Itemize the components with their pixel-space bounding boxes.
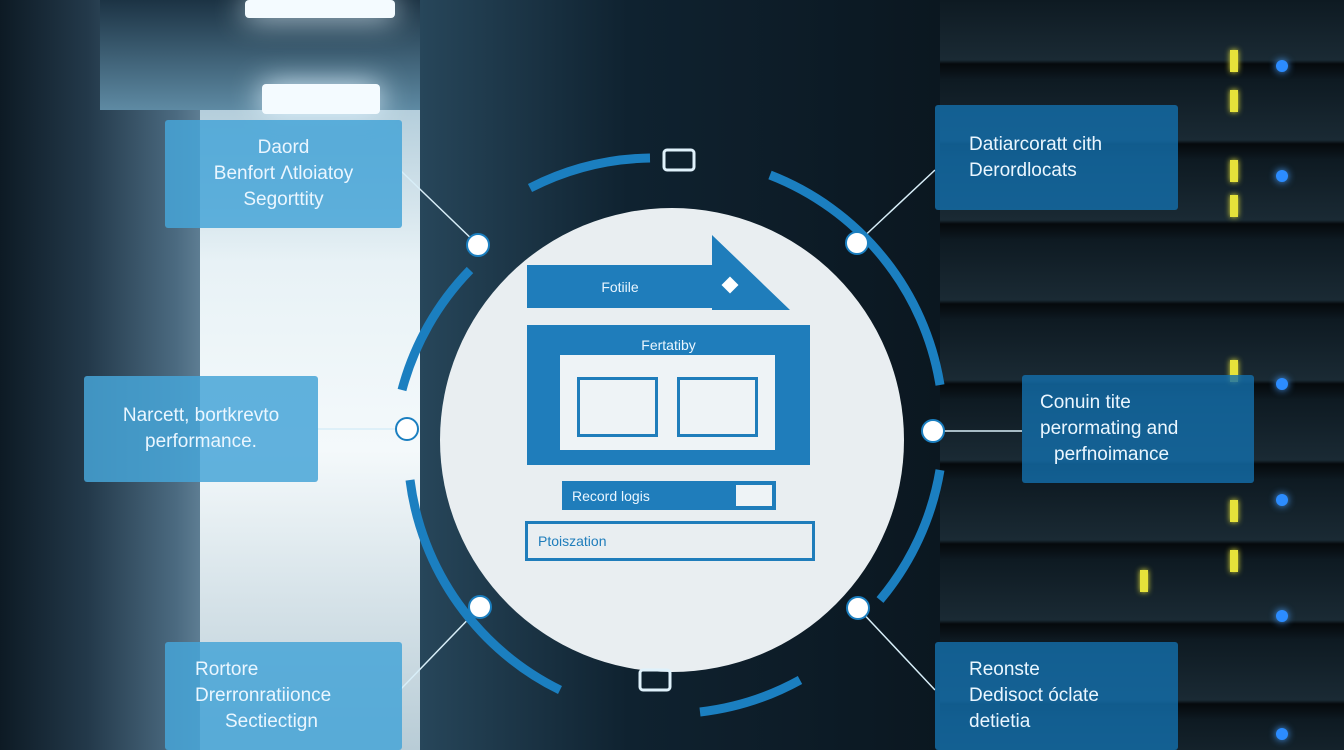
label-line: perfnoimance [1054,444,1170,465]
connector-icon-bottom [638,668,672,692]
label-middle-right: Conuin tite perormating and perfnoimance [1022,375,1254,483]
folder-label: Fotiile [601,278,639,295]
folder-tab: Fotiile [527,265,713,308]
label-line: detietia [969,711,1031,732]
record-logs-label: Record logis [572,487,650,504]
label-line: Derordlocats [969,159,1077,181]
ceiling-light [245,0,395,18]
record-toggle[interactable] [736,485,772,506]
label-line: Segorttity [243,189,324,210]
label-line: Datiarcoratt cith [969,133,1103,155]
label-line: Benfort Λtloiatoy [213,163,354,184]
panel-label: Fertatiby [641,337,696,353]
label-line: Narcett, bortkrevto [122,405,280,426]
label-line: performance. [145,431,257,452]
label-line: Rortore [195,659,259,680]
label-line: perormating and [1040,418,1179,439]
record-logs-bar[interactable]: Record logis [562,481,776,510]
connector-icon-top [662,148,696,172]
label-line: Conuin tite [1040,392,1131,413]
label-middle-left: Narcett, bortkrevto performance. [84,376,318,482]
label-line: Daord [257,137,310,158]
diamond-icon [721,276,739,294]
ceiling-light [262,84,380,114]
node-dots [395,231,945,620]
panel-slot-left[interactable] [577,377,658,437]
outer-ring-arcs [397,153,945,717]
label-line: Sectiectign [225,711,318,732]
prioritization-field[interactable]: Ptoiszation [525,521,815,561]
label-line: Reonste [969,659,1040,680]
feature-panel: Fertatiby [527,325,810,465]
panel-slot-right[interactable] [677,377,758,437]
label-line: Dedisoct óclate [969,685,1099,706]
label-line: Drerronratiionce [195,685,332,706]
prioritization-label: Ptoiszation [538,533,607,549]
